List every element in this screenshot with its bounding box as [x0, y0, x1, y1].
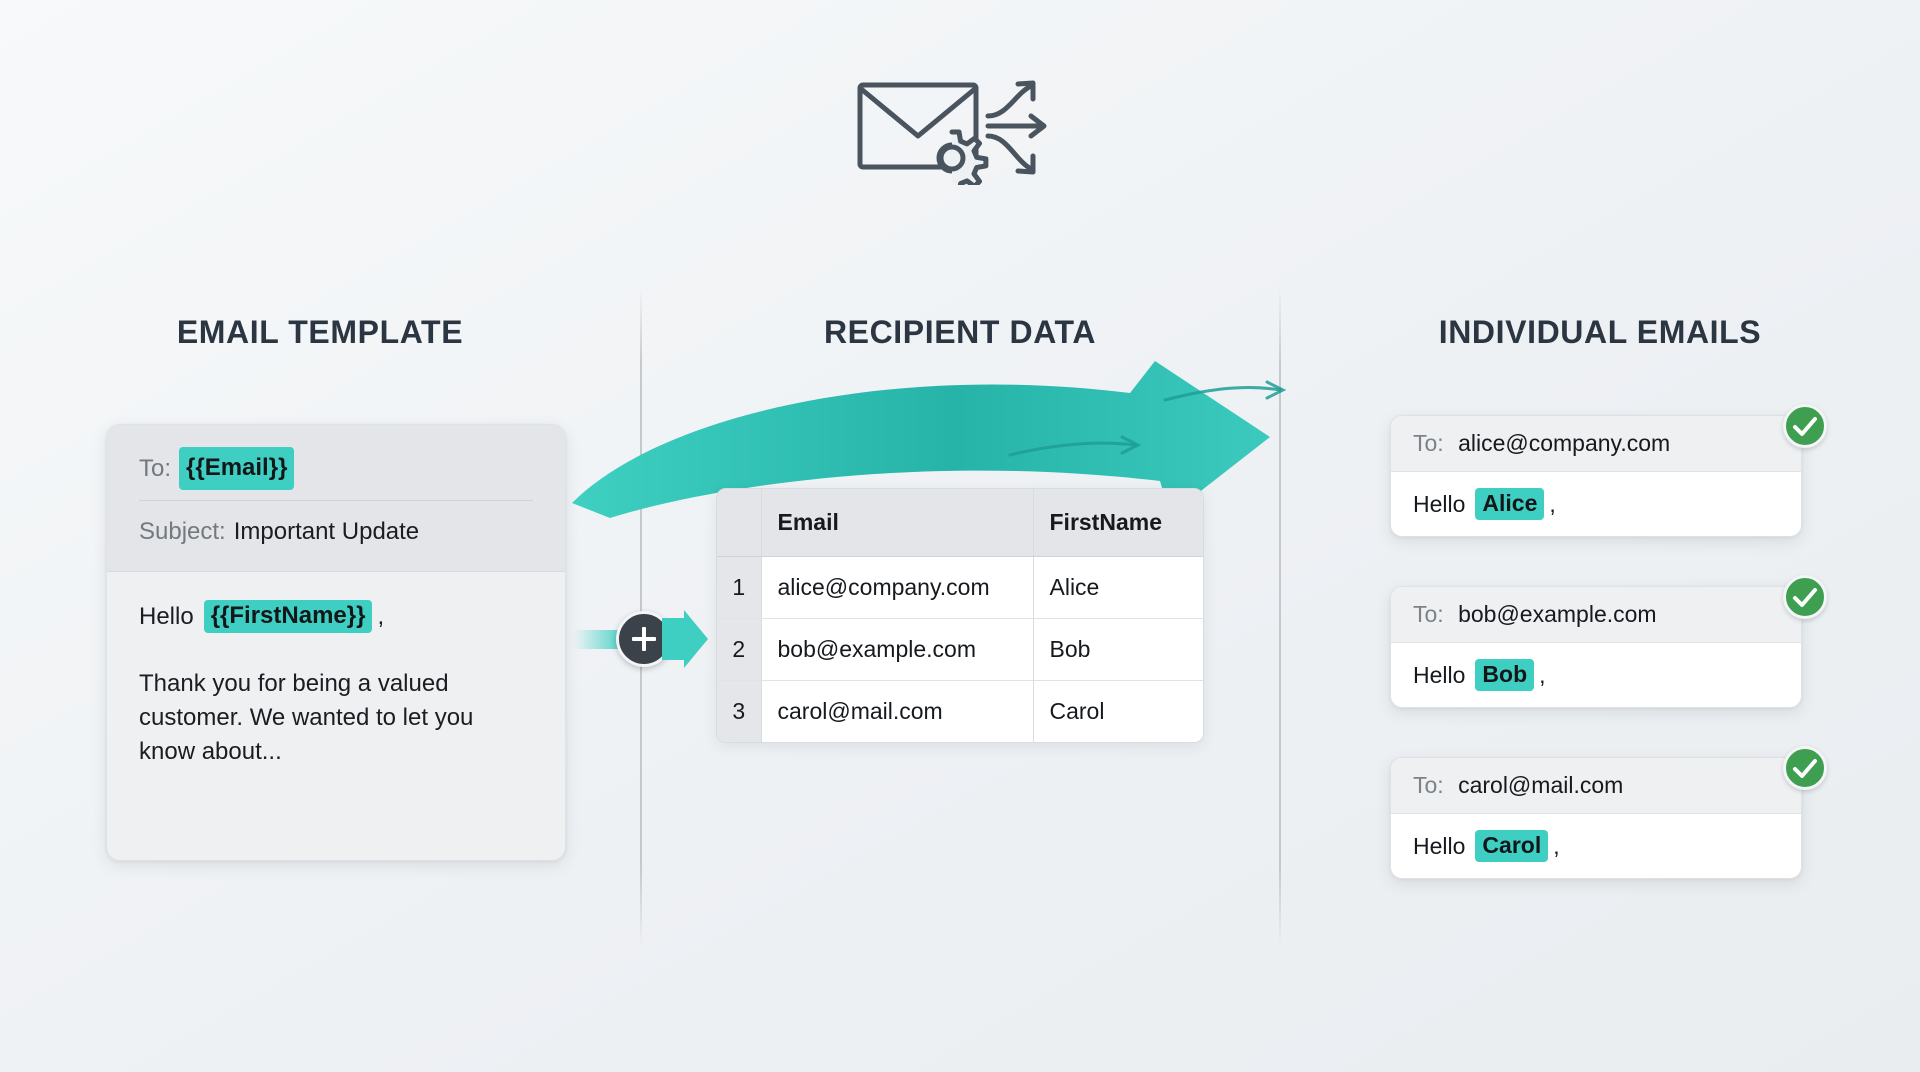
- email-template-header: To: {{Email}} Subject: Important Update: [107, 425, 565, 572]
- email-name-token: Carol: [1475, 830, 1549, 862]
- arrow-up: [985, 83, 1034, 119]
- row-index: 2: [717, 618, 762, 681]
- email-to-value: carol@mail.com: [1458, 772, 1624, 798]
- email-greeting-comma: ,: [1539, 661, 1546, 688]
- template-firstname-token: {{FirstName}}: [203, 600, 373, 633]
- template-subject-row: Subject: Important Update: [139, 513, 533, 551]
- column-title-individual-emails: INDIVIDUAL EMAILS: [1438, 314, 1762, 350]
- table-header-email: Email: [761, 489, 1034, 557]
- email-name-token: Alice: [1475, 488, 1545, 520]
- status-badge-check-icon: [1783, 404, 1827, 448]
- email-card-body: Hello Carol ,: [1391, 814, 1801, 878]
- table-header-firstname: FirstName: [1033, 489, 1203, 557]
- email-to-label: To:: [1413, 772, 1444, 798]
- template-body-paragraph: Thank you for being a valued customer. W…: [139, 670, 474, 765]
- template-subject-value: Important Update: [233, 518, 420, 545]
- table-header-row: Email FirstName: [717, 489, 1203, 557]
- email-to-value: bob@example.com: [1458, 601, 1657, 627]
- gear-icon: [936, 129, 989, 196]
- email-card-header: To: alice@company.com: [1391, 416, 1801, 472]
- table-row[interactable]: 3 carol@mail.com Carol: [717, 680, 1203, 742]
- table-row[interactable]: 2 bob@example.com Bob: [717, 618, 1203, 681]
- email-card-header: To: bob@example.com: [1391, 587, 1801, 643]
- email-to-value: alice@company.com: [1458, 430, 1671, 456]
- email-name-token: Bob: [1475, 659, 1535, 691]
- email-greeting-word: Hello: [1413, 490, 1466, 517]
- envelope-flap: [857, 85, 979, 139]
- column-title-recipient-data: RECIPIENT DATA: [823, 314, 1097, 350]
- status-badge-check-icon: [1783, 575, 1827, 619]
- email-greeting-word: Hello: [1413, 661, 1466, 688]
- cell-email: alice@company.com: [761, 556, 1034, 619]
- email-greeting-word: Hello: [1413, 832, 1466, 859]
- cell-email: bob@example.com: [761, 618, 1034, 681]
- email-greeting-comma: ,: [1553, 832, 1560, 859]
- row-index: 3: [717, 680, 762, 742]
- individual-email-card[interactable]: To: alice@company.com Hello Alice ,: [1390, 415, 1802, 537]
- merge-arrow-icon: [662, 610, 708, 668]
- arrow-down: [985, 133, 1034, 172]
- email-template-body: Hello {{FirstName}} , Thank you for bein…: [107, 572, 565, 769]
- column-title-email-template: EMAIL TEMPLATE: [176, 314, 464, 350]
- table-row[interactable]: 1 alice@company.com Alice: [717, 556, 1203, 619]
- mail-merge-icon: [855, 70, 1065, 196]
- email-to-label: To:: [1413, 430, 1444, 456]
- template-subject-label: Subject:: [139, 518, 226, 545]
- template-greeting-word: Hello: [139, 602, 194, 630]
- template-to-token: {{Email}}: [179, 447, 295, 490]
- cell-firstname: Carol: [1033, 680, 1203, 742]
- email-card-body: Hello Alice ,: [1391, 472, 1801, 536]
- cell-firstname: Bob: [1033, 618, 1203, 681]
- template-greeting-line: Hello {{FirstName}} ,: [139, 600, 533, 633]
- individual-email-card[interactable]: To: bob@example.com Hello Bob ,: [1390, 586, 1802, 708]
- template-to-label: To:: [139, 454, 172, 482]
- merge-connector: [574, 608, 708, 670]
- email-to-label: To:: [1413, 601, 1444, 627]
- row-index: 1: [717, 556, 762, 619]
- email-card-header: To: carol@mail.com: [1391, 758, 1801, 814]
- email-greeting-comma: ,: [1549, 490, 1556, 517]
- email-card-body: Hello Bob ,: [1391, 643, 1801, 707]
- template-header-divider: [139, 500, 533, 501]
- template-to-row: To: {{Email}}: [139, 447, 533, 490]
- status-badge-check-icon: [1783, 746, 1827, 790]
- envelope-body: [857, 82, 979, 170]
- column-divider-right: [1279, 288, 1281, 946]
- cell-firstname: Alice: [1033, 556, 1203, 619]
- recipient-data-table[interactable]: Email FirstName 1 alice@company.com Alic…: [716, 488, 1204, 743]
- cell-email: carol@mail.com: [761, 680, 1034, 742]
- template-greeting-comma: ,: [377, 602, 385, 630]
- email-template-card[interactable]: To: {{Email}} Subject: Important Update …: [106, 424, 566, 861]
- table-header-index: [717, 489, 762, 557]
- individual-email-card[interactable]: To: carol@mail.com Hello Carol ,: [1390, 757, 1802, 879]
